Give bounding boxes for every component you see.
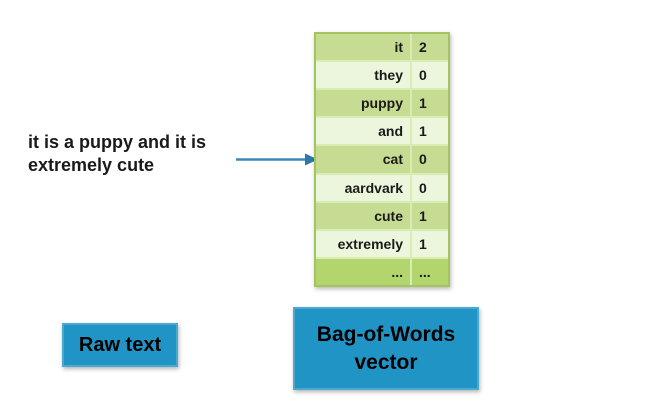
table-cell-word: cat xyxy=(382,151,403,168)
table-row: extremely 1 xyxy=(316,228,448,257)
bow-vector-label: Bag-of-Words vector xyxy=(293,307,479,390)
table-cell-count: 1 xyxy=(410,230,448,257)
table-cell-word: it xyxy=(394,39,403,56)
bow-table: it 2 they 0 puppy 1 and 1 cat 0 aardvark… xyxy=(314,32,450,287)
table-cell-count: ... xyxy=(410,258,448,285)
table-cell-word: aardvark xyxy=(344,179,403,196)
table-cell-count: 0 xyxy=(410,174,448,201)
table-row: it 2 xyxy=(316,34,448,61)
table-cell-count: 2 xyxy=(410,34,448,61)
table-row: puppy 1 xyxy=(316,88,448,117)
table-row: they 0 xyxy=(316,60,448,89)
table-row: ... ... xyxy=(316,256,448,285)
table-cell-word: ... xyxy=(391,263,403,280)
table-row: aardvark 0 xyxy=(316,172,448,201)
table-cell-count: 0 xyxy=(410,62,448,89)
raw-sentence-text: it is a puppy and it is extremely cute xyxy=(28,132,207,175)
table-cell-word: they xyxy=(374,67,403,84)
arrow-right-icon xyxy=(236,153,318,166)
table-cell-word: cute xyxy=(374,207,403,224)
table-cell-count: 0 xyxy=(410,146,448,173)
table-row: cat 0 xyxy=(316,144,448,173)
raw-text-label: Raw text xyxy=(62,323,178,367)
table-cell-count: 1 xyxy=(410,118,448,145)
table-cell-count: 1 xyxy=(410,202,448,229)
table-row: cute 1 xyxy=(316,200,448,229)
table-cell-count: 1 xyxy=(410,90,448,117)
table-cell-word: and xyxy=(378,123,403,140)
table-row: and 1 xyxy=(316,116,448,145)
table-cell-word: puppy xyxy=(361,95,403,112)
table-cell-word: extremely xyxy=(337,235,403,252)
